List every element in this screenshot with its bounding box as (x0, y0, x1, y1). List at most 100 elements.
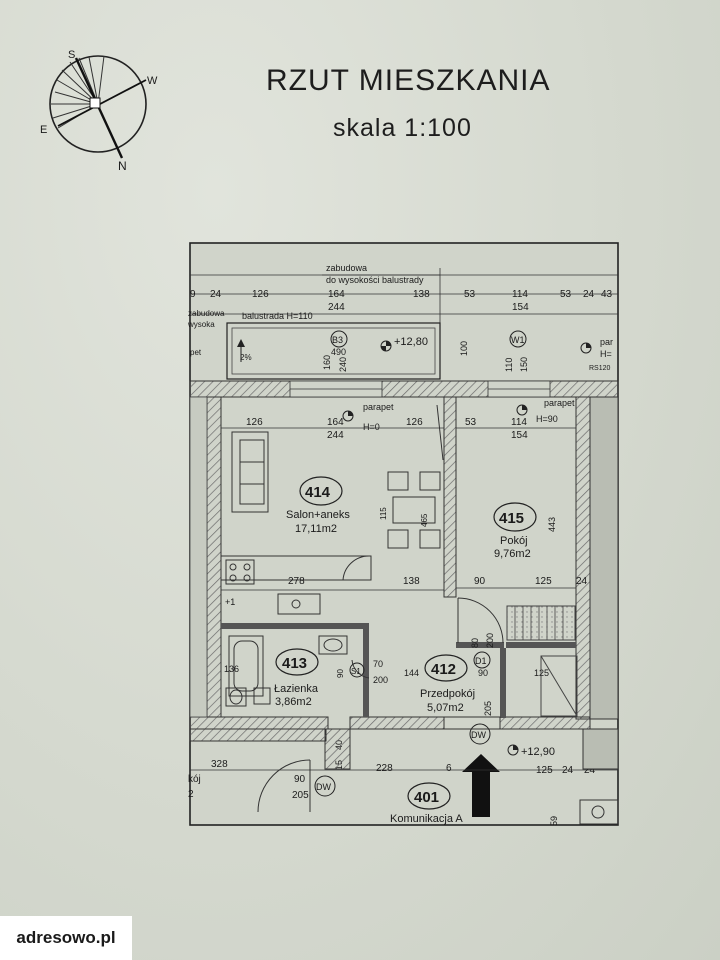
level-1280: +12,80 (394, 336, 428, 348)
note-balustrada: balustrada H=110 (242, 311, 313, 321)
dim-top-4: 164 (328, 289, 345, 300)
room-413-name: Łazienka (274, 683, 319, 695)
dim-200: 200 (485, 633, 495, 648)
dim-top-1: 9 (190, 289, 196, 300)
room-412-number: 412 (431, 661, 456, 678)
dim-room-244: 244 (327, 430, 344, 441)
balcony-inner (231, 327, 436, 375)
dim-100: 100 (459, 341, 469, 356)
dim-205b: 205 (292, 790, 309, 801)
dim-150: 150 (519, 357, 529, 372)
dim-6: 6 (446, 763, 452, 774)
dim-125b: 125 (534, 668, 549, 678)
wall-left (206, 396, 222, 718)
watermark: adresowo.pl (0, 916, 132, 960)
sink-drain (291, 599, 301, 609)
dim-240: 240 (338, 357, 348, 372)
label-s1: S1 (351, 667, 361, 676)
dim-115: 115 (379, 507, 388, 520)
wall-right (575, 396, 591, 720)
dim-room-53: 53 (465, 417, 477, 428)
dim-160: 160 (322, 355, 332, 370)
room-415-number: 415 (499, 510, 524, 527)
label-d1: D1 (475, 656, 487, 666)
balcony-outline (226, 322, 441, 380)
wall-bottom-left (189, 716, 329, 730)
dim-24: 24 (576, 576, 588, 587)
dim-90b: 90 (336, 669, 345, 678)
wall-salon-pokoj (443, 396, 457, 598)
dim-top-6: 53 (464, 289, 476, 300)
sofa-icon (231, 431, 269, 513)
bathroom-door-swing (351, 659, 370, 679)
wall-hall-right (500, 648, 506, 718)
room-413-ellipse (275, 648, 319, 676)
dim-top-244: 244 (328, 302, 345, 313)
hall-closet-diag (540, 655, 578, 717)
label-dw: DW (471, 730, 486, 740)
corridor-fixture-circle (591, 805, 605, 819)
dim-room-164: 164 (327, 417, 344, 428)
washbasin-icon (318, 635, 348, 655)
plan-title: RZUT MIESZKANIA (266, 64, 551, 97)
label-dw2-circle (314, 775, 336, 797)
note-zabudowa-1: zabudowa (326, 263, 367, 273)
note-parapet-2: parapet (544, 398, 575, 408)
kitchen-door-swing (342, 555, 370, 581)
wall-bottom-right (499, 716, 591, 730)
top-dimension-lines (190, 268, 618, 330)
note-par-right: par (600, 337, 613, 347)
dim-443: 443 (547, 517, 557, 532)
room-414-number: 414 (305, 484, 331, 501)
level-marker-right-icon (580, 342, 592, 354)
compass-icon (49, 55, 147, 159)
level-marker-salon-icon (342, 410, 354, 422)
dim-138: 138 (403, 576, 420, 587)
label-w1-circle (509, 330, 527, 348)
washbasin-bowl (323, 638, 343, 652)
dim-room-126: 126 (246, 417, 263, 428)
note-parapet-1: parapet (363, 402, 394, 412)
dim-24c: 24 (584, 765, 596, 776)
dim-490: 490 (331, 347, 346, 357)
room-412-area: 5,07m2 (427, 702, 464, 714)
level-marker-entrance-icon (507, 744, 519, 756)
note-pet: pet (190, 348, 202, 357)
compass-w: W (147, 75, 158, 87)
wardrobe-lines (514, 606, 564, 640)
room-413-number: 413 (282, 655, 307, 672)
balcony-arrow-head (237, 339, 245, 347)
label-d1-circle (473, 651, 491, 669)
kitchen-counter (220, 555, 372, 581)
dim-125c: 125 (536, 765, 553, 776)
wall-neighbor (589, 396, 619, 720)
level-marker-pokoj-icon (516, 404, 528, 416)
wall-bathroom-top (221, 623, 369, 629)
stove-burners (229, 563, 251, 582)
note-plus1: +1 (225, 597, 235, 607)
room-401-number: 401 (414, 789, 439, 806)
room-415-name: Pokój (500, 535, 528, 547)
neighbor-door-swing (257, 759, 311, 813)
room-415-ellipse (493, 502, 537, 532)
room-414-area: 17,11m2 (295, 523, 337, 535)
dim-70: 70 (373, 659, 383, 669)
dim-room-114: 114 (511, 417, 527, 428)
compass-n: N (118, 159, 127, 173)
note-parapet-2-h: H=90 (536, 414, 558, 424)
note-left-2: 2 (188, 789, 194, 800)
dim-90: 90 (474, 576, 486, 587)
sink-icon (277, 593, 321, 615)
note-h-right: H= (600, 349, 612, 359)
dim-200b: 200 (373, 675, 388, 685)
toilet-icon (225, 687, 247, 707)
dim-90c: 90 (294, 774, 306, 785)
label-s1-circle (349, 662, 365, 678)
dim-465: 465 (420, 513, 429, 527)
dim-110: 110 (504, 358, 514, 372)
wall-bottom-mid (349, 716, 445, 730)
dining-table-icon (387, 471, 441, 549)
corridor-fixture (579, 799, 619, 825)
plan-scale: skala 1:100 (333, 114, 472, 142)
